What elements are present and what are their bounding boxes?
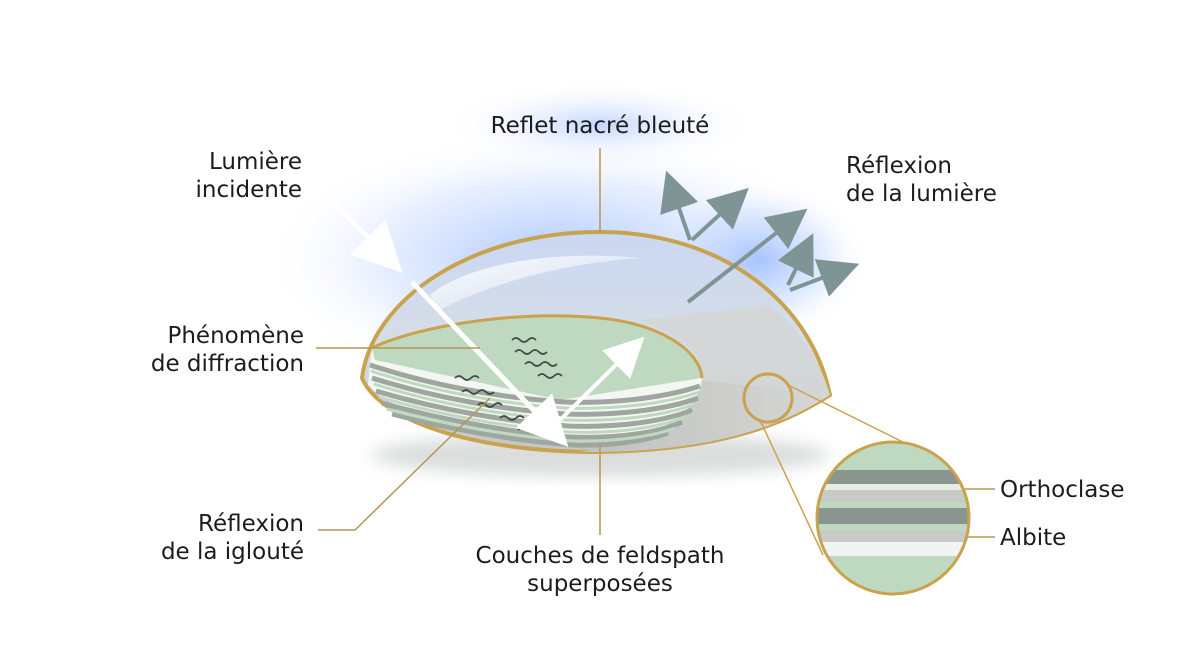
- refracted-arrow: [410, 280, 569, 447]
- label-layers-line2: superposées: [527, 571, 673, 597]
- dome-side: [580, 380, 830, 452]
- label-blue-sheen: Reflet nacré bleuté: [440, 112, 760, 140]
- label-blue-sheen-text: Reflet nacré bleuté: [490, 113, 710, 139]
- label-light-reflection-line2: de la lumière: [846, 181, 997, 207]
- zoom-source-circle: [742, 372, 794, 424]
- dome-highlight: [430, 255, 640, 310]
- leader-lines: [316, 148, 995, 538]
- label-layers: Couches de feldspath superposées: [440, 542, 760, 598]
- label-reflection-iglou: Réflexion de la iglouté: [80, 510, 304, 566]
- label-diffraction-line1: Phénomène: [167, 323, 304, 349]
- label-diffraction: Phénomène de diffraction: [80, 322, 304, 378]
- label-light-reflection-line1: Réflexion: [846, 153, 952, 179]
- label-light-reflection: Réflexion de la lumière: [846, 152, 1066, 208]
- label-reflection-iglou-line1: Réflexion: [198, 511, 304, 537]
- dome-side-upper: [640, 305, 830, 395]
- label-layers-line1: Couches de feldspath: [475, 543, 725, 569]
- label-incident-light: Lumière incidente: [100, 148, 303, 204]
- zoom-inset: [817, 442, 969, 594]
- label-diffraction-line2: de diffraction: [150, 351, 304, 377]
- zoom-inset-border: [815, 440, 971, 596]
- label-albite-text: Albite: [1000, 525, 1067, 551]
- label-reflection-iglou-line2: de la iglouté: [160, 539, 304, 565]
- feldspar-layers: [368, 314, 704, 448]
- label-incident-light-line1: Lumière: [208, 149, 302, 175]
- reflected-light-arrows: [660, 170, 860, 304]
- label-orthoclase-text: Orthoclase: [1000, 477, 1125, 503]
- label-orthoclase: Orthoclase: [1000, 476, 1180, 504]
- zoom-connector-lines: [759, 384, 906, 556]
- internal-reflection-arrow: [558, 336, 645, 422]
- incident-arrow: [316, 184, 403, 273]
- label-incident-light-line2: incidente: [195, 177, 303, 203]
- label-albite: Albite: [1000, 524, 1180, 552]
